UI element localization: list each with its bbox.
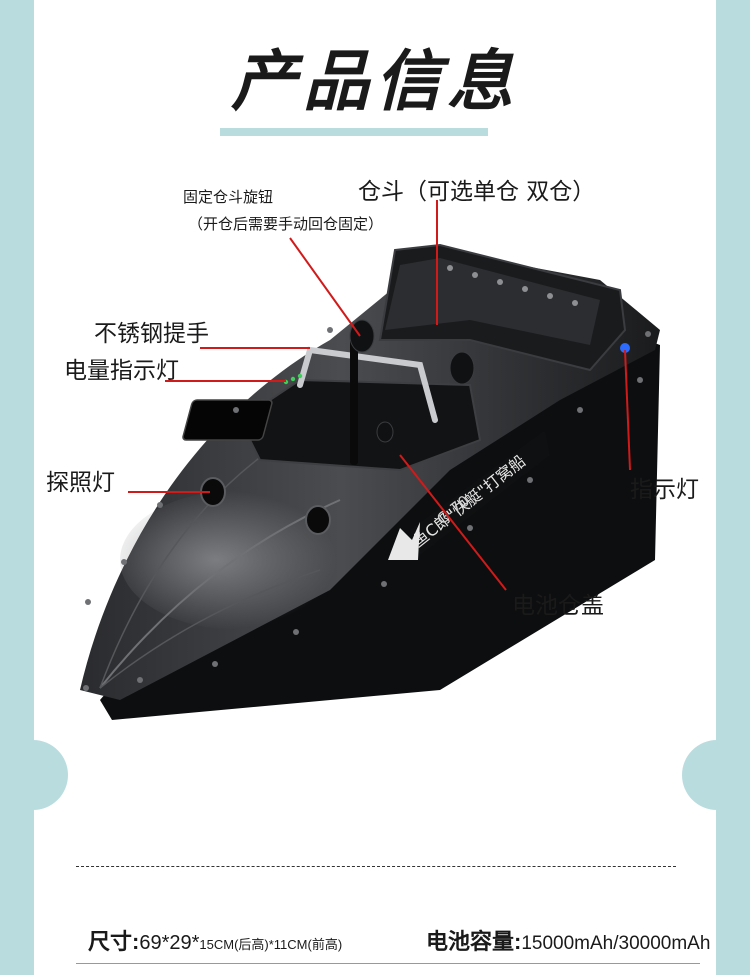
label-battery-indicator: 电量指示灯 <box>64 358 179 384</box>
right-border-gap <box>710 0 716 975</box>
label-fixing-knob-note: （开仓后需要手动回仓固定） <box>188 215 384 233</box>
label-battery-cover: 电池仓盖 <box>512 593 604 619</box>
label-fixing-knob: 固定仓斗旋钮 <box>183 188 274 206</box>
hopper-knob-right <box>449 351 475 385</box>
searchlight-right <box>305 505 331 535</box>
label-searchlight: 探照灯 <box>46 470 115 496</box>
label-handle: 不锈钢提手 <box>94 321 209 347</box>
right-ticket-notch <box>682 740 750 810</box>
hopper-knob-left <box>349 319 375 353</box>
hopper-screws <box>447 265 578 306</box>
title-underline <box>220 128 488 136</box>
bow-logo <box>388 522 420 560</box>
spec-size-detail: 15CM(后高)*11CM(前高) <box>199 937 343 952</box>
spec-battery-label: 电池容量: <box>426 929 522 954</box>
spec-size-value: 69*29* <box>139 932 200 954</box>
bow-ridge-line-2 <box>99 569 321 689</box>
spec-underline <box>76 963 700 964</box>
stainless-handle <box>297 346 438 423</box>
spec-battery: 电池容量:15000mAh/30000mAh <box>426 924 710 956</box>
left-border-strip <box>0 0 34 975</box>
label-indicator: 指示灯 <box>630 477 699 503</box>
hopper-inner <box>385 258 600 345</box>
callout-battery-cover <box>399 454 507 591</box>
bait-boat-illustration: 鱼C郎"快艇"打窝船 G-70 <box>80 200 660 720</box>
spec-size-label: 尺寸: <box>88 929 140 954</box>
left-ticket-notch <box>0 740 68 810</box>
left-border-gap <box>34 0 40 975</box>
deck-screws <box>83 327 651 691</box>
right-border-strip <box>716 0 750 975</box>
antenna <box>350 335 358 465</box>
dashed-divider <box>76 866 676 867</box>
spec-size: 尺寸:69*29*15CM(后高)*11CM(前高) <box>88 924 342 956</box>
bow-ridge-line-3 <box>99 449 271 689</box>
cover-slot <box>182 399 273 441</box>
side-brand-plate <box>410 430 550 555</box>
indicator-light-dot <box>620 343 630 353</box>
callout-indicator <box>624 349 631 471</box>
spec-battery-value: 15000mAh/30000mAh <box>521 933 711 954</box>
page-title: 产品信息 <box>231 43 519 120</box>
cover-knob <box>376 421 394 443</box>
callout-lines <box>128 200 631 591</box>
label-hopper: 仓斗（可选单仓 双仓） <box>358 179 596 205</box>
callout-knob <box>289 237 361 337</box>
bow-shine <box>120 490 360 630</box>
